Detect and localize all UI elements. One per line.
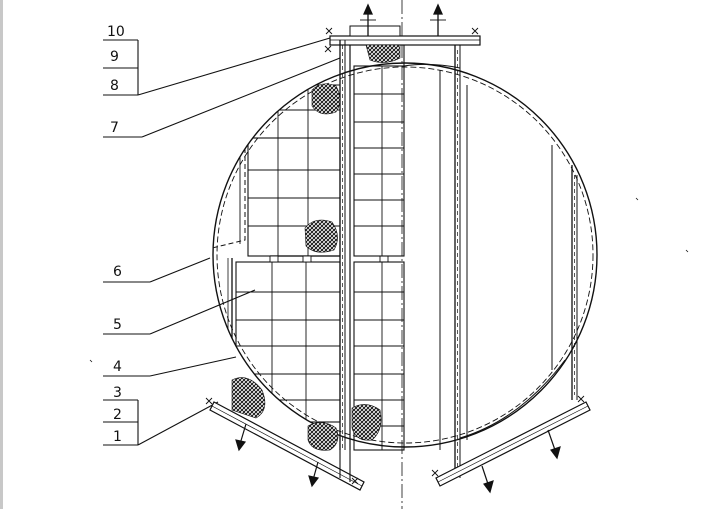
label-stack-bottom [103,399,219,446]
center-pipe-bottom [339,450,351,482]
tiny-ticks [89,197,689,363]
label-6: 6 [113,264,122,280]
label-1: 1 [113,429,122,445]
label-4: 4 [113,359,122,375]
hatch-top-left [311,83,341,115]
hatch-bottom-inner [351,404,382,441]
bottom-plate-right [435,401,591,487]
label-2: 2 [113,407,122,423]
bottom-stars [205,395,585,485]
hatched-regions [231,44,401,451]
label-10: 10 [107,24,125,40]
top-flange [329,25,481,46]
label-3: 3 [113,385,122,401]
label-8: 8 [110,78,119,94]
label-stack-top [103,37,341,138]
grid-fittings [269,255,389,263]
hatch-bottom-left [231,377,266,419]
label-5: 5 [113,317,122,333]
top-flange-stars [324,27,479,53]
bottom-plate-left [209,401,365,491]
label-stack-mid [103,257,256,377]
label-7: 7 [110,120,119,136]
top-nozzle-arrows [360,3,446,36]
left-edge-bar [0,0,3,509]
hatch-top-center [365,44,401,63]
right-columns [403,45,578,478]
central-pipe [339,40,351,450]
label-9: 9 [110,49,119,65]
hatch-mid-left [304,219,338,253]
bottom-nozzles [235,423,561,494]
hatch-bottom-center [307,422,339,451]
left-grid [213,84,341,440]
vessel-shell [212,62,598,448]
inner-grid [353,45,405,451]
